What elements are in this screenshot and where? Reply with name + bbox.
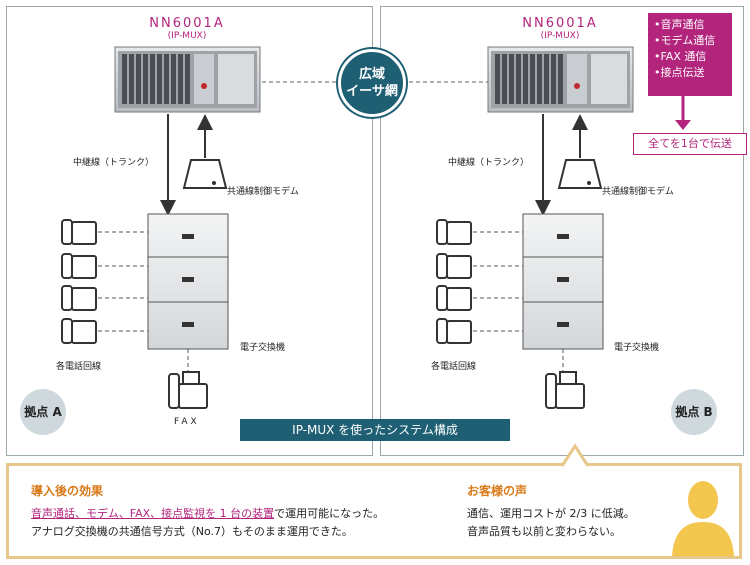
feature-item: •接点伝送	[654, 66, 705, 79]
left-phones	[61, 219, 97, 344]
all-in-one-label: 全てを1台で伝送	[633, 133, 747, 155]
site-b-badge: 拠点 B	[671, 389, 717, 435]
left-pbx-icon	[147, 213, 229, 350]
left-pbx-label: 電子交換機	[240, 343, 286, 353]
voice-line2: 音声品質も以前と変わらない。	[467, 525, 621, 538]
voice-text: 通信、運用コストが 2/3 に低減。 音声品質も以前と変わらない。	[467, 505, 635, 541]
left-fax-label: FAX	[174, 417, 200, 427]
network-line1: 広域	[358, 67, 385, 82]
effect-text: 音声通話、モデム、FAX、接点監視を 1 台の装置で運用可能になった。 アナログ…	[31, 505, 384, 541]
summary-box	[6, 463, 742, 559]
left-ipmux-rack	[114, 46, 261, 113]
left-trunk-label: 中継線（トランク）	[73, 158, 155, 168]
right-mux-subtitle: (IP-MUX)	[540, 31, 580, 41]
effect-line1-rest: で運用可能になった。	[274, 507, 385, 520]
diagram-caption: IP-MUX を使ったシステム構成	[240, 419, 510, 441]
right-modem-icon	[557, 159, 603, 189]
left-mux-subtitle: (IP-MUX)	[167, 31, 207, 41]
voice-line1: 通信、運用コストが 2/3 に低減。	[467, 507, 635, 520]
network-line2: イーサ網	[346, 84, 398, 99]
left-modem-label: 共通線制御モデム	[227, 187, 299, 197]
left-lines-label: 各電話回線	[56, 362, 102, 372]
feature-item: •音声通信	[654, 18, 705, 31]
effect-line2: アナログ交換機の共通信号方式（No.7）もそのまま運用できた。	[31, 525, 353, 538]
site-a-badge: 拠点 A	[20, 389, 66, 435]
left-modem-icon	[182, 159, 228, 189]
effect-title: 導入後の効果	[31, 484, 104, 498]
right-trunk-label: 中継線（トランク）	[448, 158, 530, 168]
feature-item: •FAX 通信	[654, 50, 707, 63]
right-pbx-label: 電子交換機	[614, 343, 660, 353]
left-mux-title: NN6001A	[149, 16, 225, 31]
voice-title: お客様の声	[467, 484, 528, 498]
right-mux-title: NN6001A	[522, 16, 598, 31]
feature-item: •モデム通信	[654, 34, 716, 47]
wide-area-ethernet-badge: 広域 イーサ網	[338, 49, 406, 117]
right-modem-label: 共通線制御モデム	[602, 187, 674, 197]
speech-pointer	[560, 443, 590, 467]
right-phones	[436, 219, 472, 344]
effect-highlight: 音声通話、モデム、FAX、接点監視を 1 台の装置	[31, 507, 275, 520]
left-fax-icon	[168, 371, 208, 409]
right-pbx-icon	[522, 213, 604, 350]
right-lines-label: 各電話回線	[431, 362, 477, 372]
right-ipmux-rack	[487, 46, 634, 113]
right-fax-icon	[545, 371, 585, 409]
customer-avatar-icon	[672, 481, 734, 556]
feature-list-box: •音声通信 •モデム通信 •FAX 通信 •接点伝送	[648, 13, 732, 96]
